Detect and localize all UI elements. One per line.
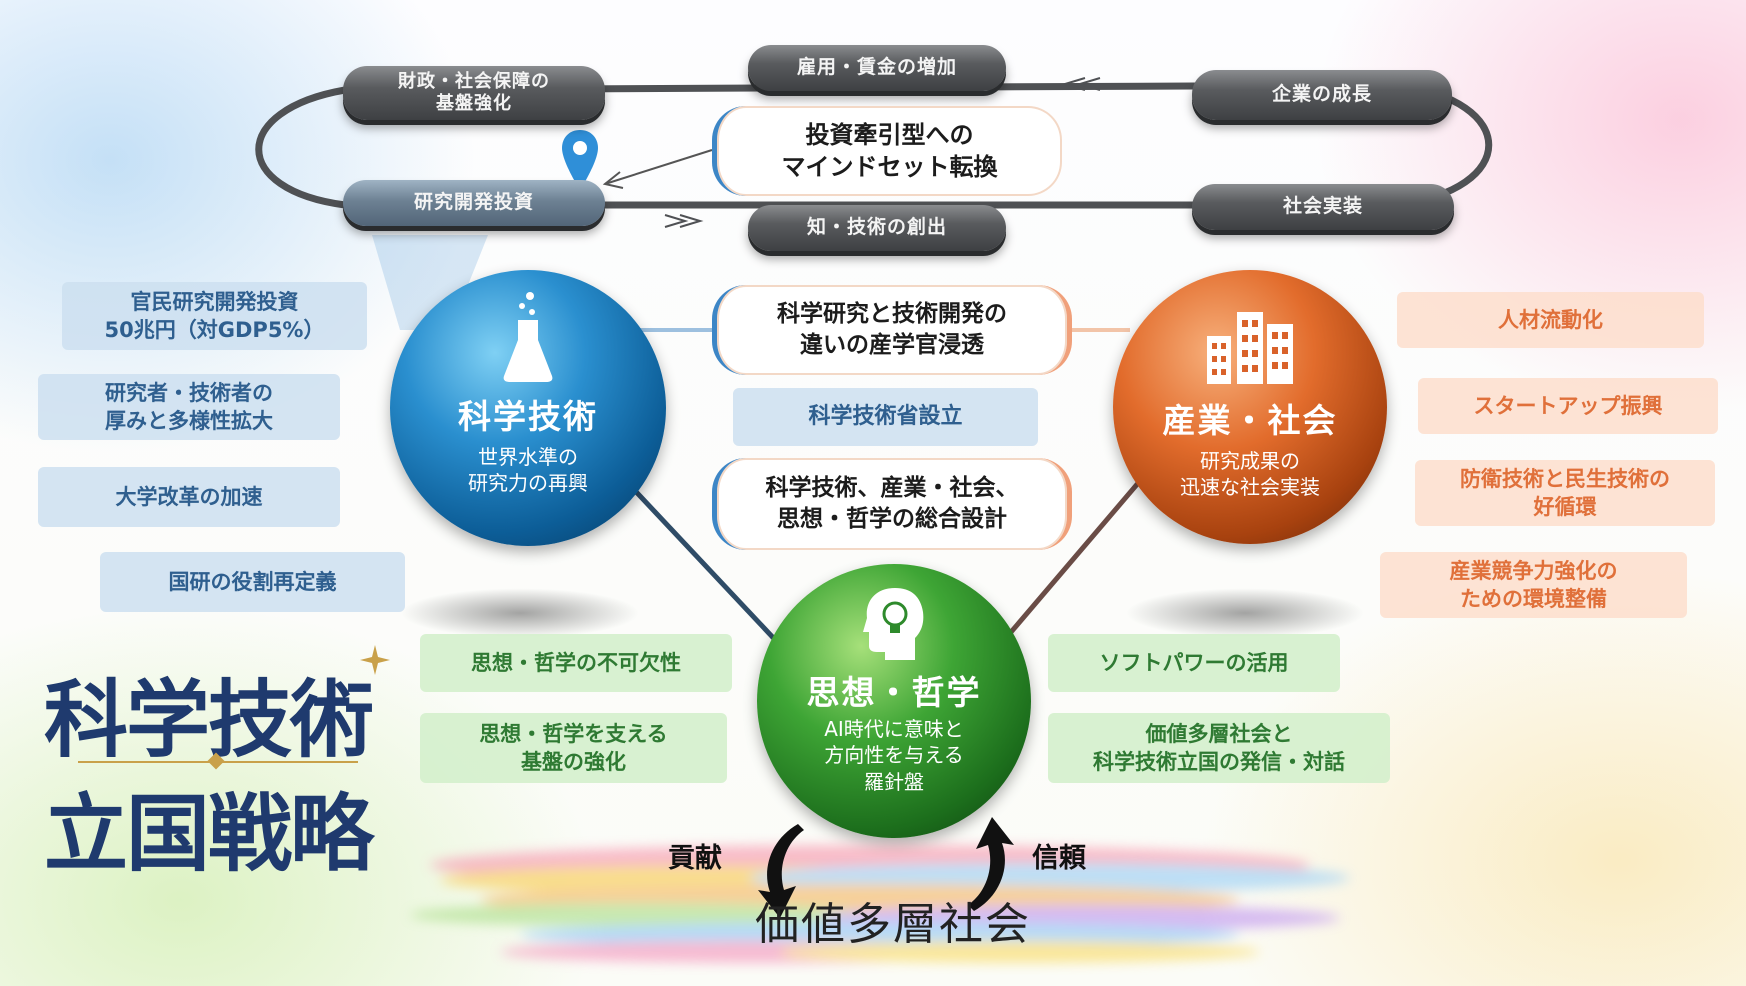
society-label: 価値多層社会 [755, 899, 1031, 950]
left-item-university: 大学改革の加速 [38, 467, 340, 527]
green-item-foundation: 思想・哲学を支える 基盤の強化 [420, 713, 727, 783]
flask-icon [503, 292, 553, 382]
industry-shadow [1125, 588, 1365, 638]
pill-employment: 雇用・賃金の増加 [748, 45, 1006, 91]
left-item-investment: 官民研究開発投資 50兆円（対GDP5%） [62, 282, 367, 350]
ring-arrow-bottom2 [664, 214, 689, 228]
pill-company: 企業の成長 [1192, 70, 1452, 120]
science-title: 科学技術 [458, 397, 598, 436]
buildings-icon [1207, 312, 1293, 384]
ministry-box: 科学技術省設立 [733, 388, 1038, 446]
trust-arrow-icon [968, 817, 1014, 911]
industry-sphere: 産業・社会 研究成果の 迅速な社会実装 [1113, 270, 1387, 544]
right-item-talent: 人材流動化 [1397, 292, 1704, 348]
right-item-defense: 防衛技術と民生技術の 好循環 [1415, 460, 1715, 526]
green-item-essential: 思想・哲学の不可欠性 [420, 634, 732, 692]
strategy-logo: 科学技術 立国戦略 [38, 645, 398, 883]
green-item-dialogue: 価値多層社会と 科学技術立国の発信・対話 [1048, 713, 1390, 783]
pill-knowledge: 知・技術の創出 [748, 205, 1006, 251]
contribution-label: 貢献 [668, 843, 722, 874]
ring-arrow-top [1061, 77, 1086, 91]
right-item-competitiveness: 産業競争力強化の ための環境整備 [1380, 552, 1687, 618]
left-item-researchers: 研究者・技術者の 厚みと多様性拡大 [38, 374, 340, 440]
ring-arrow-bottom [679, 214, 704, 228]
pill-implementation: 社会実装 [1192, 184, 1454, 230]
science-sphere: 科学技術 世界水準の 研究力の再興 [390, 270, 666, 546]
ring-arrow-top2 [1076, 77, 1101, 91]
left-item-national-labs: 国研の役割再定義 [100, 552, 405, 612]
lightbulb-head-icon [863, 588, 924, 660]
logo-sparkle-icon [360, 645, 390, 675]
design-box: 科学技術、産業・社会、 思想・哲学の総合設計 [712, 458, 1072, 550]
philosophy-sphere: 思想・哲学 AI時代に意味と 方向性を与える 羅針盤 [757, 564, 1031, 838]
contribution-arrow-icon [758, 824, 804, 918]
science-shadow [400, 588, 640, 638]
pill-rnd: 研究開発投資 [343, 180, 605, 226]
philosophy-sub: AI時代に意味と 方向性を与える 羅針盤 [824, 717, 964, 794]
green-item-softpower: ソフトパワーの活用 [1048, 634, 1340, 692]
industry-title: 産業・社会 [1162, 401, 1338, 440]
right-item-startup: スタートアップ振興 [1418, 378, 1718, 434]
logo-line2: 立国戦略 [44, 784, 374, 883]
location-pin-icon [562, 130, 598, 190]
science-sub: 世界水準の 研究力の再興 [468, 445, 588, 496]
mindset-box: 投資牽引型への マインドセット転換 [712, 106, 1062, 196]
philosophy-title: 思想・哲学 [806, 673, 982, 712]
trust-label: 信頼 [1032, 843, 1086, 874]
pill-fiscal: 財政・社会保障の 基盤強化 [343, 66, 605, 120]
industry-sub: 研究成果の 迅速な社会実装 [1180, 449, 1320, 500]
logo-line1: 科学技術 [44, 670, 374, 769]
permeation-box: 科学研究と技術開発の 違いの産学官浸透 [712, 285, 1072, 375]
